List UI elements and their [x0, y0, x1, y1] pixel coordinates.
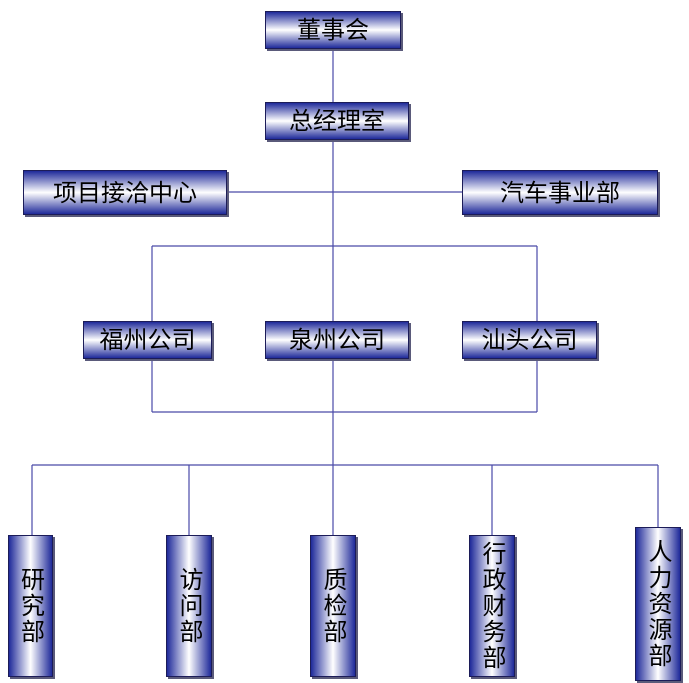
dept-visit: 访问部	[166, 535, 212, 677]
gm-office-label: 总经理室	[289, 107, 385, 135]
dept-hr: 人力资源部	[635, 527, 681, 681]
board-node: 董事会	[265, 11, 401, 49]
auto-division-label: 汽车事业部	[500, 178, 620, 207]
gm-office-node: 总经理室	[265, 102, 409, 140]
branch-label: 泉州公司	[289, 326, 385, 354]
branch-shantou: 汕头公司	[462, 321, 597, 359]
auto-division-node: 汽车事业部	[462, 170, 658, 215]
dept-label: 访问部	[175, 567, 203, 645]
dept-research: 研究部	[8, 535, 53, 677]
branch-quanzhou: 泉州公司	[265, 321, 409, 359]
dept-label: 研究部	[16, 567, 45, 645]
dept-label: 人力资源部	[644, 539, 672, 669]
branch-label: 汕头公司	[481, 326, 578, 354]
board-label: 董事会	[297, 16, 369, 44]
branch-label: 福州公司	[99, 326, 196, 354]
branch-fuzhou: 福州公司	[83, 321, 212, 359]
dept-quality: 质检部	[310, 535, 356, 677]
dept-admin-finance: 行政财务部	[469, 535, 515, 677]
project-center-node: 项目接洽中心	[23, 170, 227, 215]
dept-label: 质检部	[319, 567, 347, 645]
project-center-label: 项目接洽中心	[53, 178, 197, 207]
dept-label: 行政财务部	[478, 541, 506, 671]
